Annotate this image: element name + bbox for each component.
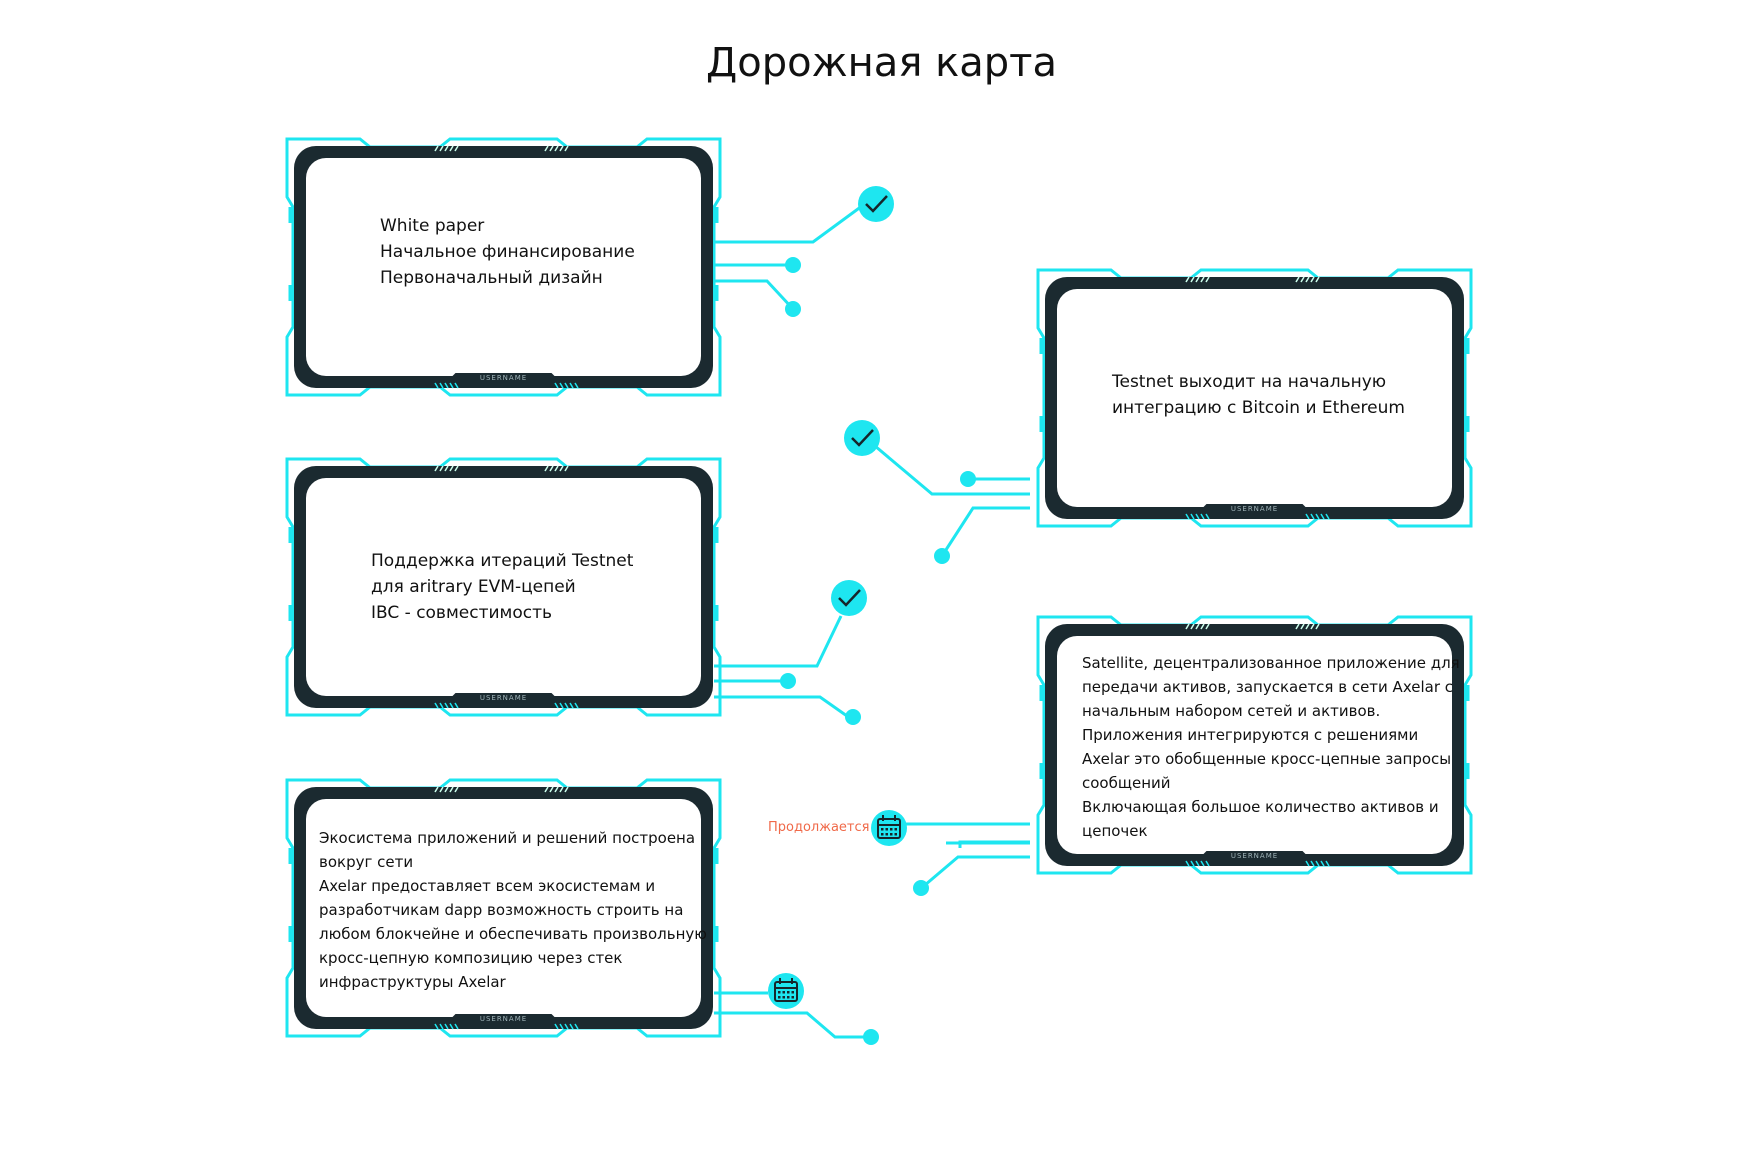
frame-label: USERNAME — [1231, 852, 1278, 860]
card-text-line: интеграцию с Bitcoin и Ethereum — [1112, 398, 1405, 418]
connector-line — [874, 444, 1030, 496]
dot-icon — [780, 673, 796, 689]
connector-line — [714, 279, 795, 311]
card-text-line: для aritrary EVM-цепей — [371, 577, 576, 597]
card-3-text: Поддержка итераций Testnet для aritrary E… — [371, 548, 633, 626]
page-title: Дорожная карта — [706, 40, 1057, 86]
frame-label: USERNAME — [480, 694, 527, 702]
connector-line — [714, 695, 848, 718]
check-circle-icon — [831, 580, 867, 616]
card-text-line: разработчикам dapp возможность строить н… — [319, 901, 684, 919]
check-circle-icon — [844, 420, 880, 456]
dot-icon — [960, 471, 976, 487]
dot-icon — [785, 301, 801, 317]
roadmap-card-2: USERNAME Testnet выходит на начальную инт… — [1036, 268, 1473, 528]
connector-line — [924, 855, 1030, 887]
in-progress-label: Продолжается — [768, 820, 870, 835]
card-4-text: Satellite, децентрализованное приложение… — [1082, 651, 1460, 843]
connector-line — [940, 506, 1030, 557]
card-frame: USERNAME — [1036, 268, 1473, 528]
card-text-line: Satellite, децентрализованное приложение… — [1082, 654, 1460, 672]
card-frame: USERNAME — [285, 457, 722, 717]
dot-icon — [913, 880, 929, 896]
connector-line — [958, 840, 1030, 848]
card-text-line: Testnet выходит на начальную — [1112, 372, 1387, 392]
card-text-line: Приложения интегрируются с решениями — [1082, 726, 1419, 744]
card-frame: USERNAME — [285, 778, 722, 1038]
card-text-line: Начальное финансирование — [380, 242, 635, 262]
connector-line — [714, 1011, 866, 1039]
calendar-icon — [768, 973, 804, 1009]
calendar-icon — [871, 810, 907, 846]
card-2-text: Testnet выходит на начальную интеграцию с… — [1112, 369, 1405, 421]
card-text-line: передачи активов, запускается в сети Axe… — [1082, 678, 1454, 696]
dot-icon — [863, 1029, 879, 1045]
card-text-line: Экосистема приложений и решений построен… — [319, 829, 696, 847]
card-text-line: Первоначальный дизайн — [380, 268, 603, 288]
card-frame: USERNAME — [285, 137, 722, 397]
card-text-line: начальным набором сетей и активов. — [1082, 702, 1381, 720]
connector-line — [714, 615, 843, 668]
card-text-line: Включающая большое количество активов и — [1082, 798, 1439, 816]
card-5-text: Экосистема приложений и решений построен… — [319, 826, 707, 994]
check-circle-icon — [858, 186, 894, 222]
card-frame: USERNAME — [1036, 615, 1473, 875]
card-text-line: IBC - совместимость — [371, 603, 553, 623]
card-text-line: инфраструктуры Axelar — [319, 973, 506, 991]
frame-label: USERNAME — [1231, 505, 1278, 513]
card-text-line: любом блокчейне и обеспечивать произволь… — [319, 925, 707, 943]
connector-line — [714, 204, 863, 244]
card-text-line: кросс-цепную композицию через стек — [319, 949, 623, 967]
card-text-line: вокруг сети — [319, 853, 414, 871]
frame-label: USERNAME — [480, 374, 527, 382]
card-text-line: сообщений — [1082, 774, 1171, 792]
card-text-line: Axelar это обобщенные кросс-цепные запро… — [1082, 750, 1452, 768]
frame-label: USERNAME — [480, 1015, 527, 1023]
card-text-line: цепочек — [1082, 822, 1148, 840]
dot-icon — [934, 548, 950, 564]
card-text-line: White paper — [380, 216, 485, 236]
dot-icon — [785, 257, 801, 273]
card-text-line: Axelar предоставляет всем экосистемам и — [319, 877, 656, 895]
dot-icon — [845, 709, 861, 725]
roadmap-card-5: USERNAME Экосистема приложений и решений… — [285, 778, 722, 1038]
roadmap-card-4: USERNAME Satellite, децентрализованное п… — [1036, 615, 1473, 875]
roadmap-card-3: USERNAME Поддержка итераций Testnet для a… — [285, 457, 722, 717]
card-text-line: Поддержка итераций Testnet — [371, 551, 634, 571]
